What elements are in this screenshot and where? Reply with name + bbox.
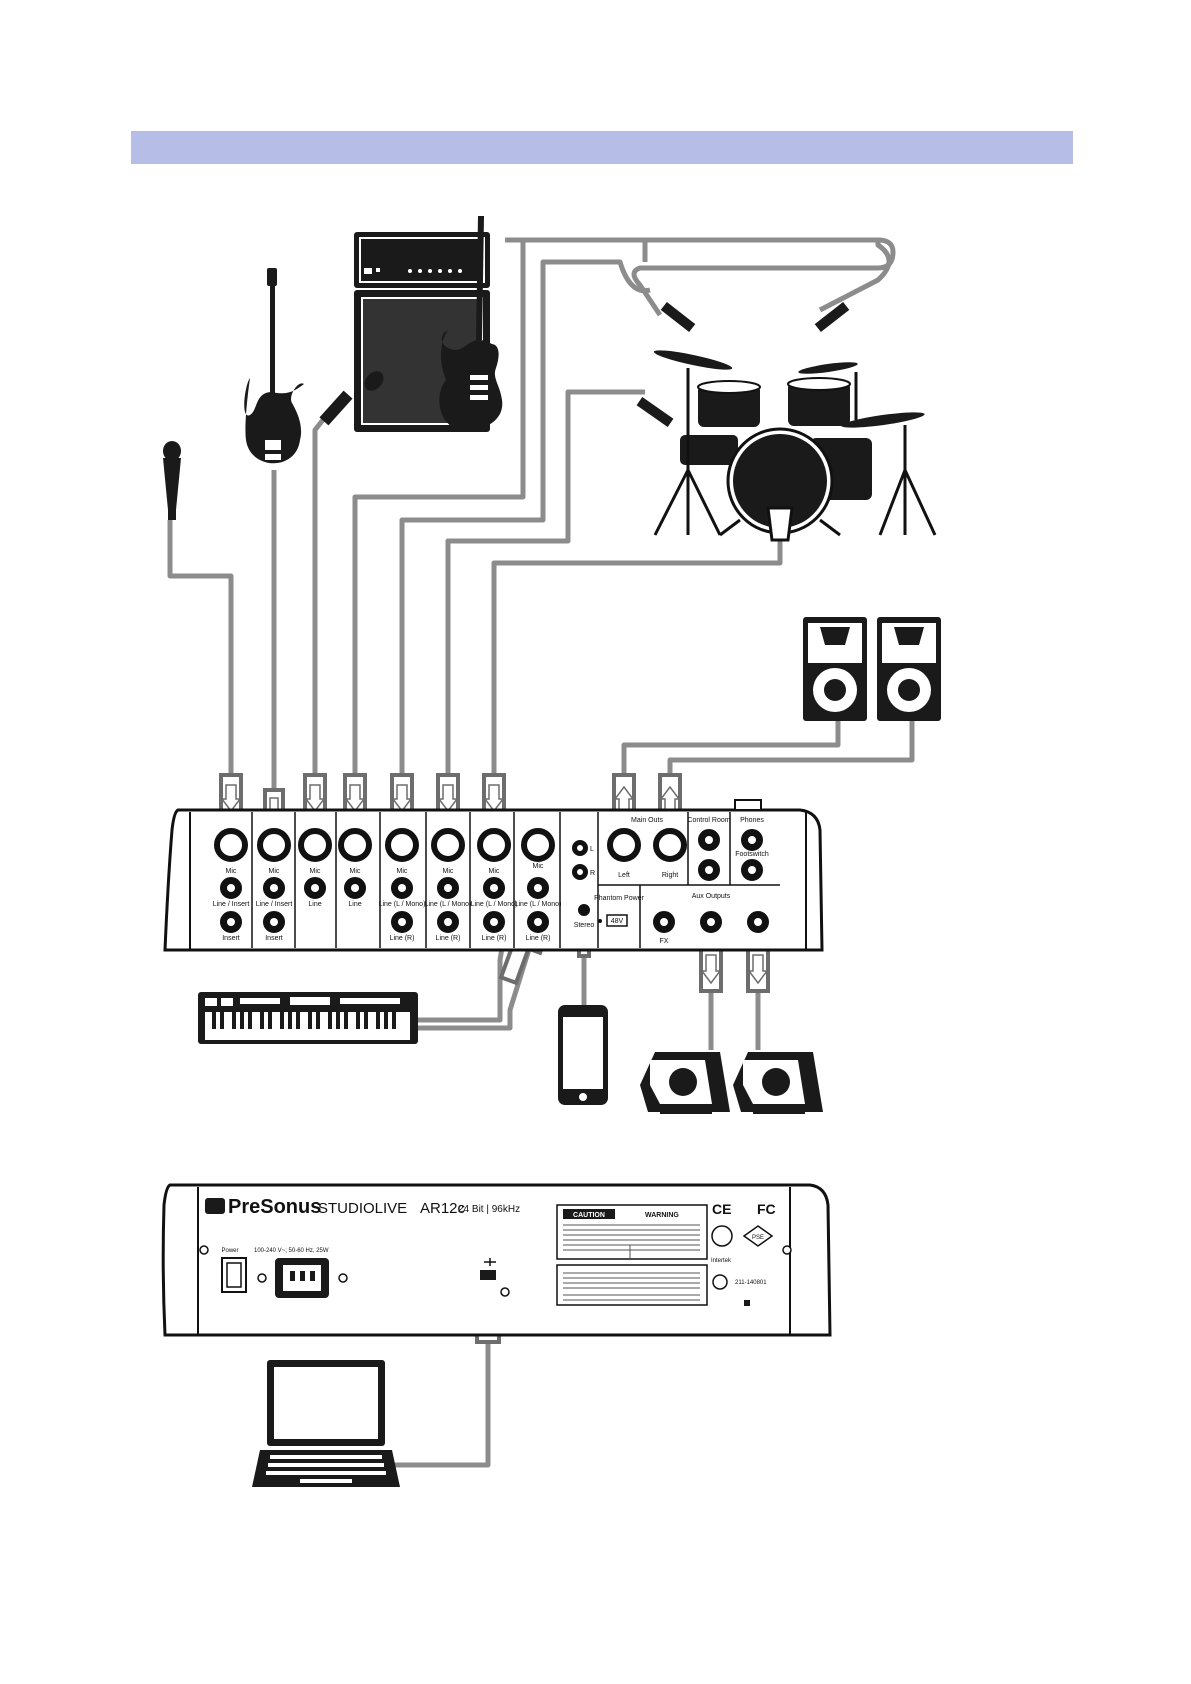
label-mic: Mic — [226, 868, 237, 875]
label-line-l-mono: Line (L / Mono) — [515, 901, 562, 908]
label-line-r: Line (R) — [436, 935, 461, 942]
bass-guitar-icon — [244, 268, 304, 463]
label-control-room: Control Room — [687, 817, 730, 824]
label-r: R — [590, 870, 595, 877]
label-insert: Insert — [265, 935, 283, 942]
mixer-rear-panel: PreSonus STUDIOLIVE AR12c 24 Bit | 96kHz… — [163, 1185, 830, 1335]
intertek-label: Intertek — [711, 1258, 732, 1264]
label-mic: Mic — [443, 868, 454, 875]
label-line-r: Line (R) — [390, 935, 415, 942]
drum-kit-icon — [637, 302, 935, 540]
label-mic: Mic — [350, 868, 361, 875]
mixer-front-panel: Mic Mic Mic Mic Mic Mic Mic Mic Line / I… — [165, 800, 822, 950]
fc-mark: FC — [757, 1201, 776, 1217]
cable-snare-mic — [448, 392, 645, 790]
cable-main-right — [670, 712, 912, 790]
label-mic: Mic — [489, 868, 500, 875]
label-48v: 48V — [611, 918, 624, 925]
warning-text: WARNING — [645, 1212, 679, 1219]
laptop-icon — [252, 1360, 400, 1487]
studio-monitor-icon — [877, 617, 941, 721]
label-phones: Phones — [740, 817, 764, 824]
label-line-insert: Line / Insert — [213, 901, 250, 908]
label-phantom-power: Phantom Power — [594, 895, 644, 902]
label-power: Power — [221, 1248, 238, 1254]
label-mic: Mic — [269, 868, 280, 875]
label-mic: Mic — [397, 868, 408, 875]
cert-code: 211-140801 — [735, 1280, 767, 1286]
studio-monitor-icon — [803, 617, 867, 721]
label-footswitch: Footswitch — [735, 851, 769, 858]
ce-mark: CE — [712, 1201, 731, 1217]
label-insert: Insert — [222, 935, 240, 942]
label-stereo: Stereo — [574, 922, 595, 929]
cable-vocal-mic — [170, 520, 231, 790]
label-line-insert: Line / Insert — [256, 901, 293, 908]
label-left: Left — [618, 872, 630, 879]
label-line: Line — [348, 901, 361, 908]
label-main-outs: Main Outs — [631, 817, 663, 824]
label-line-l-mono: Line (L / Mono) — [471, 901, 518, 908]
floor-wedge-monitor-icon — [640, 1052, 730, 1114]
cable-usb — [390, 1340, 488, 1465]
label-line-l-mono: Line (L / Mono) — [425, 901, 472, 908]
label-fx: FX — [660, 938, 669, 945]
label-right: Right — [662, 872, 678, 879]
cable-main-left — [624, 712, 838, 790]
pse-mark: PSE — [752, 1235, 764, 1241]
label-mic: Mic — [310, 868, 321, 875]
label-power-rating: 100-240 V~; 50-60 Hz, 25W — [254, 1248, 329, 1254]
cable-amp-mic — [315, 416, 326, 790]
label-line: Line — [308, 901, 321, 908]
label-l: L — [590, 846, 594, 853]
floor-wedge-monitor-icon — [733, 1052, 823, 1114]
caution-text: CAUTION — [573, 1212, 605, 1219]
label-mic: Mic — [533, 863, 544, 870]
label-line-l-mono: Line (L / Mono) — [379, 901, 426, 908]
model-name: STUDIOLIVE — [318, 1200, 407, 1217]
spec-text: 24 Bit | 96kHz — [458, 1204, 520, 1215]
brand-logo: PreSonus — [228, 1196, 321, 1218]
cable-kick-mic — [494, 520, 780, 790]
smartphone-icon — [558, 1005, 608, 1105]
label-line-r: Line (R) — [482, 935, 507, 942]
keyboard-icon — [198, 992, 418, 1044]
label-line-r: Line (R) — [526, 935, 551, 942]
label-aux-outputs: Aux Outputs — [692, 893, 731, 900]
microphone-icon — [163, 441, 181, 520]
